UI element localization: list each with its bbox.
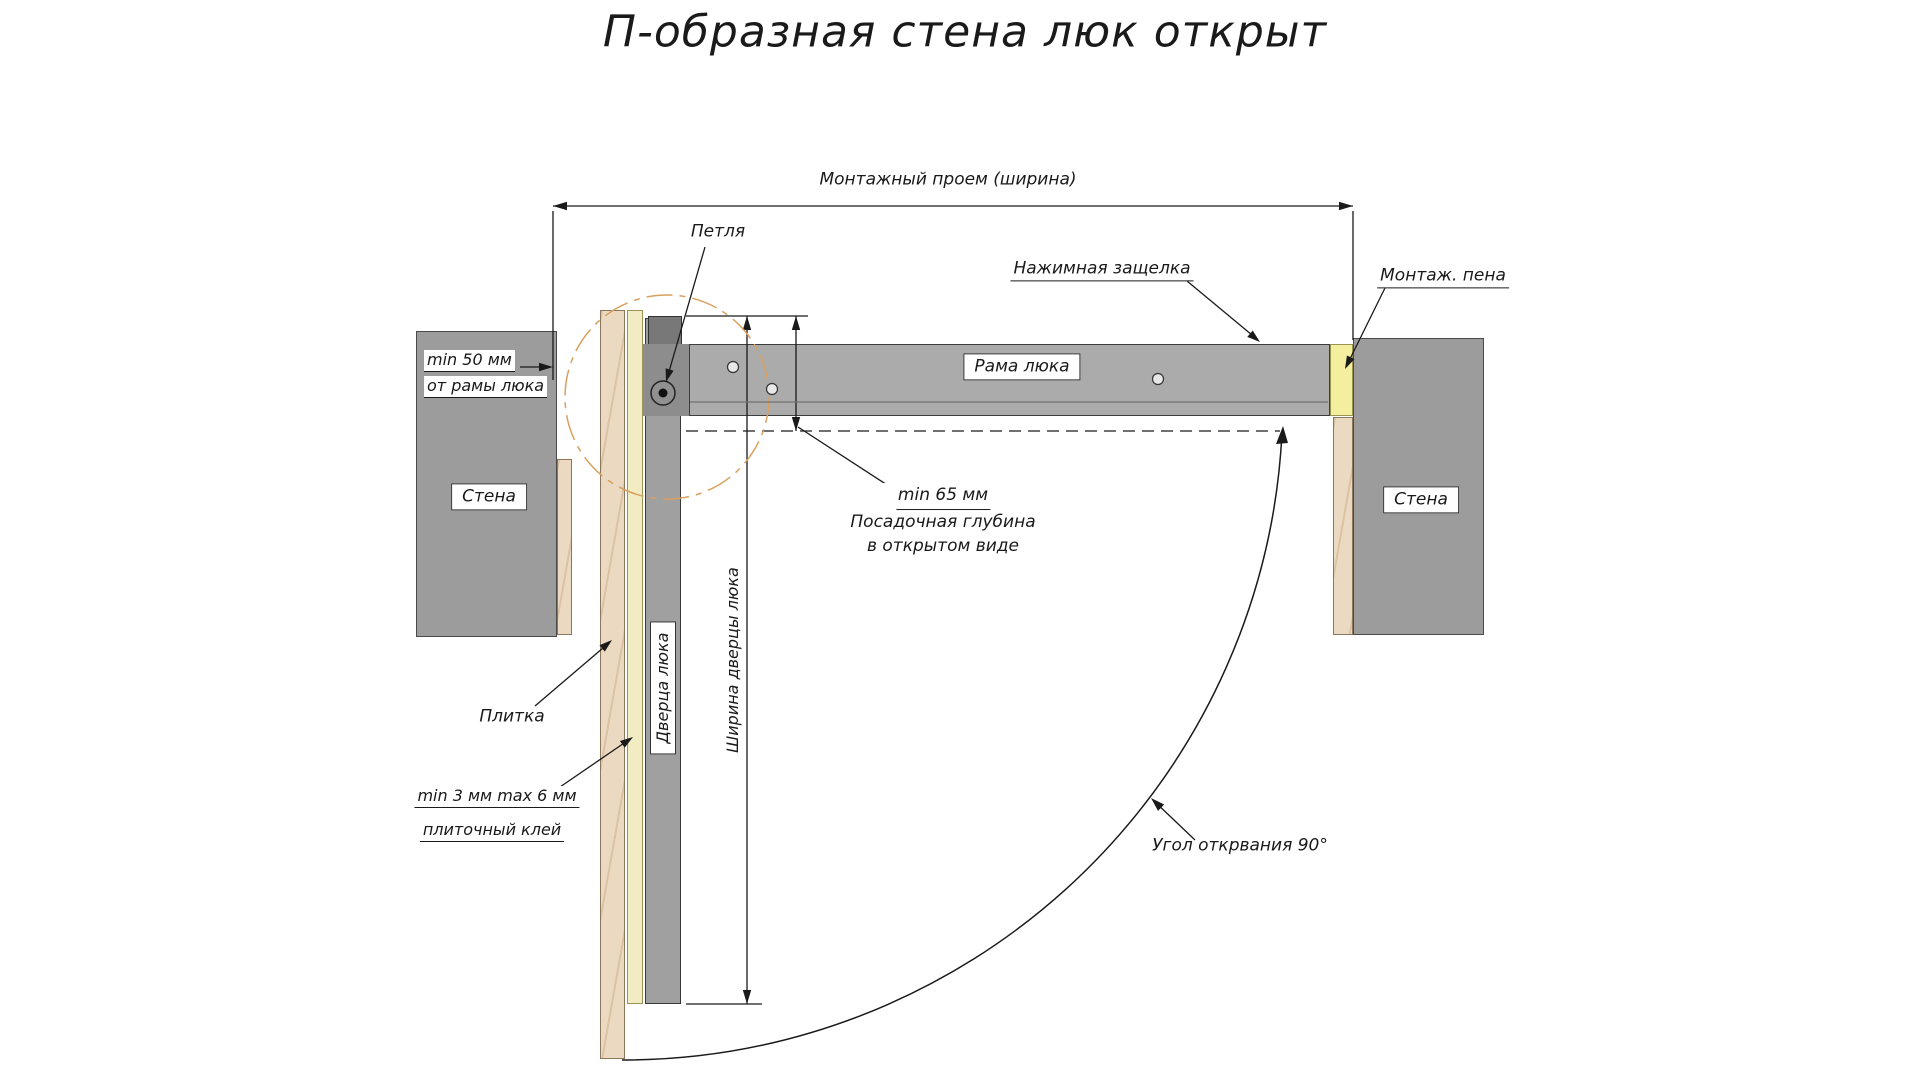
hinge-bracket (648, 316, 682, 346)
label-wall-left: Стена (451, 483, 527, 511)
mounting-foam-strip (1330, 344, 1353, 416)
drawing-title: П-образная стена люк открыт (602, 6, 1328, 58)
leader-push-latch (1186, 280, 1259, 341)
label-tile: Плитка (479, 706, 545, 727)
label-seating-depth-line3: в открытом виде (866, 536, 1020, 557)
label-wall-right: Стена (1383, 486, 1459, 514)
arrow-seating-top (791, 316, 801, 330)
label-hatch-frame: Рама люка (963, 353, 1081, 381)
label-adhesive-line2: плиточный клей (419, 820, 565, 842)
left-wall-tile-strip (557, 459, 572, 635)
tile-adhesive-strip (627, 310, 643, 1004)
arrow-door-width-top (742, 316, 752, 330)
leader-tile (534, 641, 611, 707)
arrow-opening-angle (1151, 798, 1165, 811)
arc-arrowhead (1276, 426, 1288, 444)
label-seating-depth-line2: Посадочная глубина (850, 511, 1036, 532)
label-opening-angle: Угол открвания 90° (1152, 835, 1328, 856)
label-seating-depth: min 65 мм Посадочная глубина в открытом … (846, 483, 1040, 559)
label-mounting-foam: Монтаж. пена (1377, 265, 1509, 289)
arrow-seating-bottom (791, 417, 801, 431)
label-mounting-opening: Монтажный проем (ширина) (819, 169, 1077, 190)
label-adhesive-line1: min 3 мм max 6 мм (414, 786, 580, 808)
arrow-opening-left (553, 201, 567, 211)
label-door-width: Ширина дверцы люка (723, 564, 743, 756)
right-wall-tile-strip (1333, 417, 1353, 635)
label-hinge: Петля (690, 221, 746, 242)
label-push-latch: Нажимная защелка (1010, 258, 1194, 282)
tile-strip (600, 310, 625, 1059)
label-min50-line1: min 50 мм (424, 350, 515, 372)
label-min50-line2: от рамы люка (424, 376, 548, 398)
hatch-frame-hinge-section (643, 344, 690, 416)
arrow-push-latch (1247, 330, 1260, 342)
label-seating-depth-value: min 65 мм (895, 483, 991, 510)
arrow-door-width-bottom (742, 990, 752, 1004)
leader-opening-angle (1152, 799, 1196, 841)
label-hatch-door: Дверца люка (650, 621, 676, 755)
arrow-opening-right (1339, 201, 1353, 211)
